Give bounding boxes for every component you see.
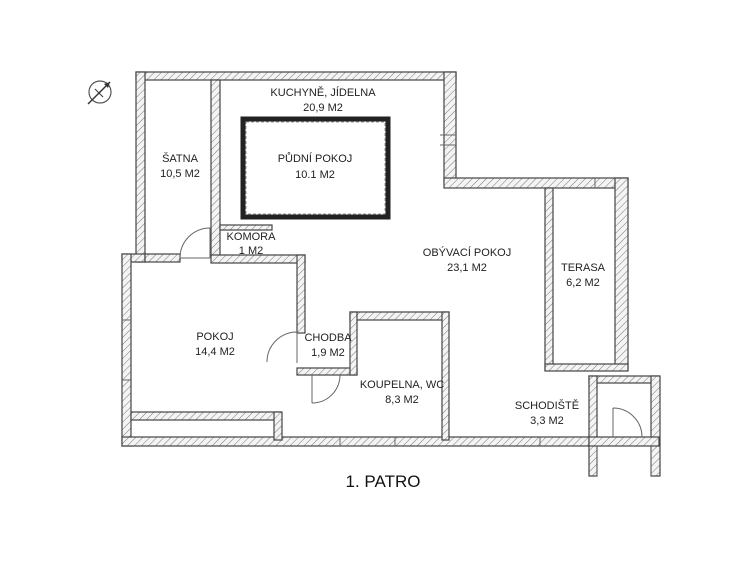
wall-stair-right [650, 375, 661, 477]
wall-right-kitchen [443, 71, 457, 183]
room-name-pokoj: POKOJ [196, 331, 233, 343]
wall-step-right [443, 177, 629, 189]
wall-satna-right [210, 79, 221, 259]
wall-left-upper [135, 71, 146, 263]
wall-terasa-bottom [544, 363, 629, 372]
wall-pokoj-right [296, 254, 306, 334]
room-name-terasa: TERASA [561, 262, 606, 274]
wall-stair-bottom [588, 436, 660, 447]
wall-bath-left [349, 311, 358, 376]
doors [179, 227, 643, 438]
room-name-obyvaci: OBÝVACÍ POKOJ [423, 246, 511, 259]
wall-terasa-inner [544, 187, 554, 371]
room-name-chodba: CHODBA [304, 332, 352, 344]
north-arrow-icon [87, 80, 112, 105]
room-area-komora: 1 M2 [239, 245, 263, 257]
room-area-pudni: 10.1 M2 [295, 169, 335, 181]
windows [122, 134, 596, 446]
room-area-terasa: 6,2 M2 [566, 277, 600, 289]
outer-walls [121, 71, 661, 477]
room-area-koupelna: 8,3 M2 [385, 394, 419, 406]
wall-bottom [121, 436, 598, 447]
attic-outline [240, 116, 391, 220]
wall-komora [219, 224, 273, 231]
room-area-kuchyne: 20,9 M2 [303, 102, 343, 114]
stair-lines [596, 446, 652, 476]
door-satna [179, 227, 211, 259]
room-name-komora: KOMORA [227, 231, 277, 243]
wall-left-lower [121, 253, 132, 447]
room-name-satna: ŠATNA [162, 152, 199, 165]
door-stair [612, 407, 643, 438]
room-area-satna: 10,5 M2 [160, 168, 200, 180]
wall-satna-bottom [144, 253, 181, 263]
room-area-obyvaci: 23,1 M2 [447, 262, 487, 274]
room-area-pokoj: 14,4 M2 [195, 346, 235, 358]
wall-pokoj-bottom-right [273, 411, 283, 441]
room-name-schodiste: SCHODIŠTĚ [515, 399, 579, 412]
wall-terasa-right [614, 177, 629, 369]
room-area-schodiste: 3,3 M2 [530, 415, 564, 427]
wall-stair-left [588, 375, 598, 477]
door-pokoj [266, 331, 298, 363]
room-name-kuchyne: KUCHYNĚ, JÍDELNA [270, 86, 376, 99]
wall-top [135, 71, 457, 81]
room-name-pudni: PŮDNÍ POKOJ [278, 152, 353, 165]
wall-bath-top [349, 311, 450, 321]
room-labels: KUCHYNĚ, JÍDELNA 20,9 M2 PŮDNÍ POKOJ 10.… [160, 86, 606, 427]
room-area-chodba: 1,9 M2 [311, 347, 345, 359]
wall-chodba-bottom [296, 367, 358, 376]
plan-title: 1. PATRO [346, 472, 421, 491]
inner-walls [130, 79, 450, 441]
door-chodba [311, 374, 341, 404]
wall-bath-right [441, 311, 450, 441]
room-name-koupelna: KOUPELNA, WC [360, 379, 444, 391]
wall-pokoj-bottom [130, 411, 282, 421]
wall-stair-top [588, 375, 660, 384]
